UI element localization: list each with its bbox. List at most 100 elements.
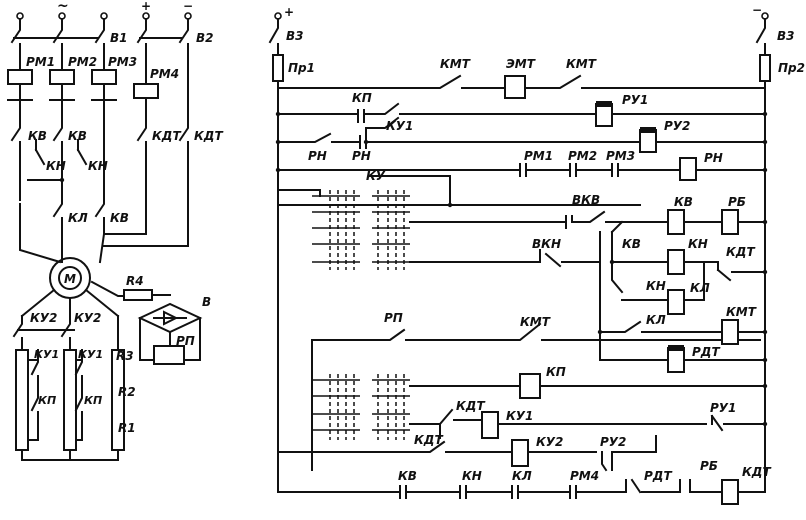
contact-ru1: РУ1 xyxy=(710,401,736,415)
coil-rb-label: РБ xyxy=(728,195,746,209)
contact-kp-2: КП xyxy=(84,394,102,407)
coil-rm1-label: РМ1 xyxy=(26,55,55,69)
node xyxy=(762,139,768,145)
contact-rm2: РМ2 xyxy=(568,149,597,163)
coil-rdt-label: РДТ xyxy=(692,345,720,359)
row-kl xyxy=(611,261,705,301)
switch-b3-left-label: В3 xyxy=(286,29,304,43)
ku-dash-group-2 xyxy=(377,190,405,270)
coil-rm2 xyxy=(49,69,75,85)
contact-ku1-3: КУ1 xyxy=(386,119,413,133)
coil-ru2 xyxy=(639,129,657,153)
coil-ru2-label: РУ2 xyxy=(664,119,690,133)
node xyxy=(762,421,768,427)
coil-emt xyxy=(504,75,526,99)
contact-kdt-5: КДТ xyxy=(414,433,443,447)
contact-kv-4: КВ xyxy=(622,237,641,251)
node xyxy=(59,177,65,183)
contact-kp-3: КП xyxy=(352,91,372,105)
node xyxy=(762,383,768,389)
contact-kn-4: КН xyxy=(462,469,482,483)
fuse-pr2-label: Пр2 xyxy=(778,61,805,75)
node xyxy=(447,202,453,208)
coil-ru1-label: РУ1 xyxy=(622,93,648,107)
row-kdt xyxy=(277,478,766,499)
resistor-r2-label: R2 xyxy=(118,385,136,399)
power-circuit: ~ + − В1 В2 РМ1 РМ2 РМ3 РМ4 КВ КВ КН КН … xyxy=(7,0,223,461)
contact-rn-1: РН xyxy=(308,149,327,163)
coil-rp-label: РП xyxy=(176,334,195,348)
row-ru2 xyxy=(277,116,766,149)
node xyxy=(762,357,768,363)
coil-kv xyxy=(667,209,685,235)
coil-rm4 xyxy=(133,83,159,99)
coil-kp-label: КП xyxy=(546,365,566,379)
contacts-ku1-kp xyxy=(27,349,83,441)
contact-ru2: РУ2 xyxy=(600,435,626,449)
coil-kmt-label: КМТ xyxy=(726,305,757,319)
coil-kn xyxy=(667,249,685,275)
contact-ku1-1: КУ1 xyxy=(34,348,59,361)
node xyxy=(597,329,603,335)
polarity-plus-right: + xyxy=(284,5,294,19)
motor-label: М xyxy=(64,272,76,286)
contact-rm1: РМ1 xyxy=(524,149,553,163)
coil-emt-label: ЭМТ xyxy=(506,57,536,71)
switch-b3-right-label: В3 xyxy=(777,29,795,43)
coil-ku2-label: КУ2 xyxy=(536,435,563,449)
contact-ku2-1: КУ2 xyxy=(30,311,57,325)
node xyxy=(762,111,768,117)
contacts-ku2 xyxy=(12,315,119,351)
switch-b3-left xyxy=(268,18,279,56)
switch-b2 xyxy=(136,18,189,61)
row-rn xyxy=(277,163,766,177)
contact-kn-2: КН xyxy=(88,159,108,173)
contact-rdt: РДТ xyxy=(644,469,672,483)
rectifier-label: В xyxy=(202,295,211,309)
fuse-pr2 xyxy=(759,54,771,82)
motor-inner xyxy=(58,266,82,290)
contact-kv-3: КВ xyxy=(110,211,129,225)
coil-rm2-label: РМ2 xyxy=(68,55,97,69)
ku-contacts-1 xyxy=(312,195,410,263)
polarity-plus-left: + xyxy=(141,0,151,13)
node xyxy=(609,259,615,265)
coil-rdt-fill xyxy=(668,345,684,351)
row-ku2 xyxy=(277,435,657,472)
contact-kp-1: КП xyxy=(38,394,56,407)
contact-kdt-1: КДТ xyxy=(152,129,181,143)
coil-rb xyxy=(721,209,739,235)
coil-kdt-label: КДТ xyxy=(742,465,771,479)
contact-kdt-3: КДТ xyxy=(726,245,755,259)
coil-kl xyxy=(667,289,685,315)
contact-rm4: РМ4 xyxy=(570,469,599,483)
row-kv xyxy=(409,210,766,229)
coil-kmt xyxy=(721,319,739,345)
control-circuit: + − В3 В3 Пр1 Пр2 ЭМТ КМТ КМТ КП КУ1 РУ1… xyxy=(268,3,805,505)
ku-bus xyxy=(277,175,641,206)
row-rdt xyxy=(599,349,766,361)
resistor-r4-label: R4 xyxy=(126,274,144,288)
row-emt xyxy=(277,74,766,89)
coil-kn-label: КН xyxy=(688,237,708,251)
coil-ru1-fill xyxy=(596,101,612,107)
contact-rm3: РМ3 xyxy=(606,149,635,163)
coil-ku2 xyxy=(511,439,529,467)
polarity-ac: ~ xyxy=(57,0,69,14)
node xyxy=(762,167,768,173)
contact-kmt-2: КМТ xyxy=(566,57,597,71)
rp-coil-wiring xyxy=(139,317,201,361)
coil-kp xyxy=(519,373,541,399)
contact-kdt-2: КДТ xyxy=(194,129,223,143)
contact-kv-2: КВ xyxy=(68,129,87,143)
coil-rn xyxy=(679,157,697,181)
coil-rm3 xyxy=(91,69,117,85)
resistor-r4 xyxy=(123,289,153,301)
contacts-kv-kn xyxy=(10,117,105,191)
resistor-r2-b xyxy=(63,349,77,451)
coil-rm3-label: РМ3 xyxy=(108,55,137,69)
contact-rb: РБ xyxy=(700,459,718,473)
contact-kl-3: КЛ xyxy=(512,469,532,483)
node xyxy=(762,219,768,225)
